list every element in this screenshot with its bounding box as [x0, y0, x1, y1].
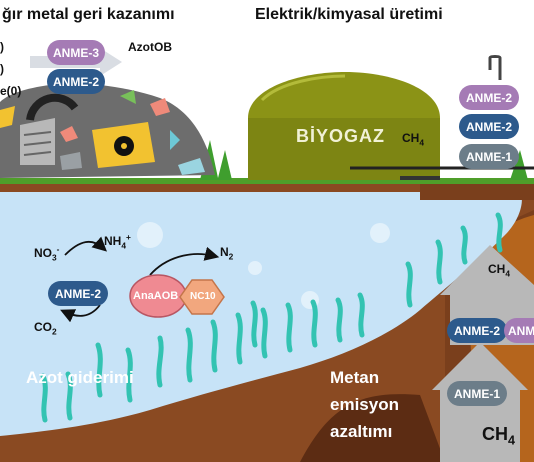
waste-item [60, 152, 82, 170]
nc10-cell [179, 279, 225, 315]
digester-base [400, 176, 440, 180]
seaweed-group [40, 212, 503, 423]
tire [26, 93, 79, 121]
bubble [248, 261, 262, 275]
pill-anme2-stack-mid: ANME-2 [459, 114, 519, 139]
label-anaaob: AnaAOB [133, 290, 179, 302]
digester-highlight [260, 74, 346, 102]
arrow-no3-to-nh4 [64, 236, 107, 256]
label-co2: CO2 [34, 320, 57, 337]
arrow-to-co2 [60, 304, 101, 323]
bubble [370, 223, 390, 243]
waste-item [150, 98, 170, 116]
left-label-a: ) [0, 40, 4, 54]
waste-item [178, 158, 205, 175]
label-biogas-ch4: CH4 [402, 131, 425, 148]
label-nc10: NC10 [190, 291, 216, 302]
pill-anme1-stack-bottom: ANME-1 [459, 144, 519, 169]
left-label-c: e(0) [0, 84, 22, 98]
waste-box-lines [23, 131, 52, 156]
arrow-to-n2 [149, 246, 220, 276]
radiation-icon-center [121, 143, 127, 149]
pill-anme3-landfill: ANME-3 [47, 40, 105, 65]
sediment [420, 184, 534, 200]
waste-item [0, 106, 15, 128]
pill-anme-partial: ANM [504, 318, 534, 343]
pill-anme2-landfill: ANME-2 [47, 69, 105, 94]
pill-anme2-stack-top: ANME-2 [459, 85, 519, 110]
label-n2: N2 [220, 245, 234, 262]
soil-dark-bottom [300, 394, 445, 462]
title-metal-recovery: ğır metal geri kazanımı [2, 6, 175, 23]
label-no3: NO3- [34, 244, 60, 263]
label-ch4-top: CH4 [488, 262, 511, 279]
pill-anme2-lake: ANME-2 [48, 281, 108, 306]
grass-tuft [510, 150, 528, 180]
title-electric-production: Elektrik/kimyasal üretimi [255, 6, 443, 23]
leaf-icon [120, 90, 136, 104]
label-biogas: BİYOGAZ [296, 126, 386, 146]
label-nh4: NH4+ [104, 232, 131, 251]
label-nitrogen-removal: Azot giderimi [26, 368, 134, 387]
chimney [488, 55, 502, 80]
label-azotob: AzotOB [128, 40, 172, 54]
label-methane-line3: azaltımı [330, 422, 393, 441]
digester-body [248, 118, 440, 180]
label-methane-line1: Metan [330, 368, 380, 387]
pill-anme2-methane: ANME-2 [447, 318, 507, 343]
label-ch4-bottom: CH4 [482, 424, 516, 448]
label-methane-line2: emisyon [330, 395, 399, 414]
waste-item [170, 130, 180, 150]
left-label-b: ) [0, 62, 4, 76]
bubble [137, 222, 163, 248]
pill-anme1-methane: ANME-1 [447, 381, 507, 406]
waste-item [60, 126, 78, 142]
